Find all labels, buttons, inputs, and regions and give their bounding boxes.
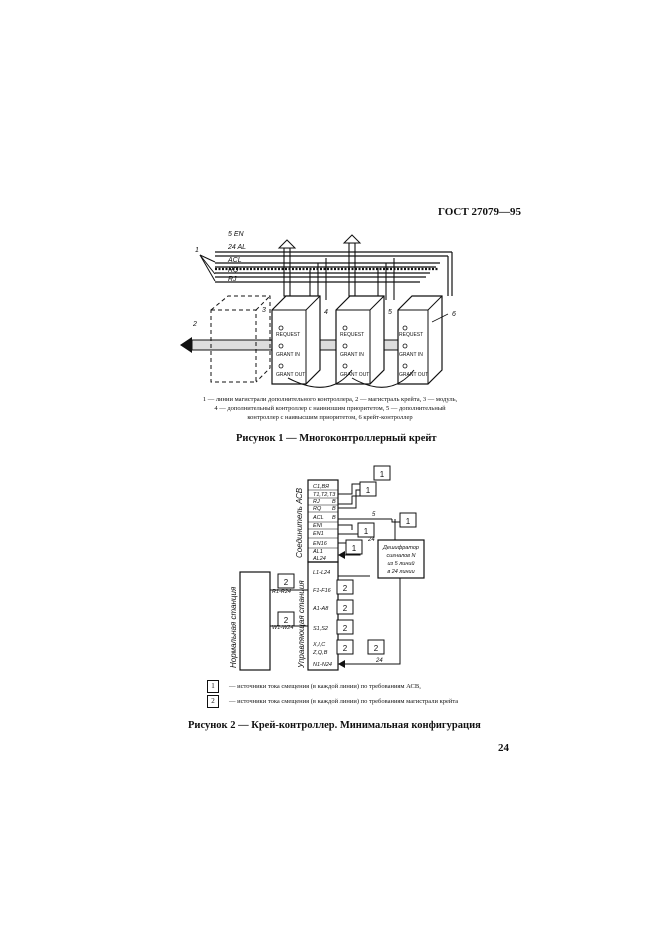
label-rq: RQ xyxy=(228,267,239,274)
right-pin-0: B xyxy=(332,499,336,505)
module6-grant-out: GRANT OUT xyxy=(399,372,428,378)
acb-vertical-label: Соединитель АСВ xyxy=(295,487,304,558)
label-n6: 6 xyxy=(452,311,456,318)
legend-text-2: — источники тока смещения (в каждой лини… xyxy=(229,697,459,705)
bus-label-24b: 24 xyxy=(375,658,383,664)
legend-box-2: 2 xyxy=(207,695,219,708)
station-row-0: R1-R24 xyxy=(272,589,291,595)
module6-request: REQUEST xyxy=(399,332,423,338)
module4-grant-in: GRANT IN xyxy=(276,352,300,358)
bus-label-24a: 24 xyxy=(367,537,375,543)
acb-row-5: ENI xyxy=(313,523,323,529)
legend-text-1: — источники тока смещения (в каждой лини… xyxy=(229,682,421,690)
box1-a: 1 xyxy=(380,470,385,479)
acb-row-6: EN1 xyxy=(313,531,324,537)
legend-box-1: 1 xyxy=(207,680,219,693)
box2-d: 2 xyxy=(343,604,348,613)
label-en: 5 EN xyxy=(228,231,245,238)
module5-request: REQUEST xyxy=(340,332,364,338)
box2-f: 2 xyxy=(343,644,348,653)
ctrl-row-1: F1-F16 xyxy=(313,588,332,594)
acb-row-0: C1,ВЯ xyxy=(313,484,329,490)
figure1-caption-line2: 4 — дополнительный контроллер с наинизши… xyxy=(214,405,446,412)
ctrl-row-2: A1-A8 xyxy=(312,606,329,612)
legend-item-1: 1 — источники тока смещения (в каждой лин… xyxy=(207,680,421,693)
decoder-line-2: из 5 линий xyxy=(387,560,414,567)
box1-e: 1 xyxy=(352,544,357,553)
acb-row-3: RQ xyxy=(313,506,322,512)
label-n2: 2 xyxy=(192,321,197,328)
box2-b: 2 xyxy=(284,616,289,625)
ctrl-row-4: X,I,C xyxy=(312,642,325,648)
module5-grant-out: GRANT OUT xyxy=(340,372,369,378)
module4-grant-out: GRANT OUT xyxy=(276,372,305,378)
figure1-title: Рисунок 1 — Многоконтроллерный крейт xyxy=(236,433,437,444)
label-n4: 4 xyxy=(324,309,328,316)
acb-row-4: ACL xyxy=(312,515,324,521)
label-n5: 5 xyxy=(388,309,392,316)
figure1-caption-line1: 1 — линии магистрали дополнительного кон… xyxy=(202,396,458,403)
label-al: 24 AL xyxy=(227,244,246,251)
module5-grant-in: GRANT IN xyxy=(340,352,364,358)
module-texts: REQUEST GRANT IN GRANT OUT REQUEST GRANT… xyxy=(276,332,428,378)
box2-a: 2 xyxy=(284,578,289,587)
decoder-line-0: Дешифратор xyxy=(382,545,419,551)
right-pin-2: B xyxy=(332,515,336,521)
figure1-caption-line3: контроллер с наивысшим приоритетом, 6 кр… xyxy=(247,414,413,421)
box2-c: 2 xyxy=(343,584,348,593)
ctrl-row-0: L1-L24 xyxy=(313,570,330,576)
ctrl-row-3: S1,S2 xyxy=(313,626,328,632)
label-n3: 3 xyxy=(262,307,266,314)
figure1-diagram: REQUEST GRANT IN GRANT OUT REQUEST GRANT… xyxy=(180,231,456,388)
box1-d: 1 xyxy=(364,527,369,536)
acb-row-8: AL1 xyxy=(312,549,323,555)
standard-header: ГОСТ 27079—95 xyxy=(438,206,521,218)
decoder-line-1: сигналов N xyxy=(386,553,415,559)
station-vertical-label: Нормальная станция xyxy=(229,586,238,668)
box2-g: 2 xyxy=(374,644,379,653)
module4-request: REQUEST xyxy=(276,332,300,338)
right-pin-1: B xyxy=(332,506,336,512)
figure1-caption: 1 — линии магистрали дополнительного кон… xyxy=(160,395,500,422)
label-acl: ACL xyxy=(227,257,242,264)
acb-row-9: AL24 xyxy=(312,556,326,562)
figure2-title: Рисунок 2 — Крей-контроллер. Минимальная… xyxy=(188,720,481,731)
label-rj: RJ xyxy=(228,276,237,283)
acb-row-7: EN16 xyxy=(313,541,328,547)
control-vertical-label: Управляющая станция xyxy=(297,580,306,669)
decoder-line-3: в 24 линии xyxy=(387,569,414,575)
acb-row-1: T1,T2,T3 xyxy=(313,492,336,498)
legend-item-2: 2 — источники тока смещения (в каждой лин… xyxy=(207,695,458,708)
station-row-1: W1-W24 xyxy=(272,625,293,631)
page-number: 24 xyxy=(498,742,509,754)
box1-b: 1 xyxy=(366,486,371,495)
box1-c: 1 xyxy=(406,517,411,526)
ctrl-row-6: N1-N24 xyxy=(313,662,332,668)
bus-label-5: 5 xyxy=(372,512,376,518)
label-n1: 1 xyxy=(195,247,199,254)
acb-row-2: RJ xyxy=(313,499,320,505)
box2-e: 2 xyxy=(343,624,348,633)
ctrl-row-5: Z,Q,B xyxy=(312,650,328,656)
module6-grant-in: GRANT IN xyxy=(399,352,423,358)
